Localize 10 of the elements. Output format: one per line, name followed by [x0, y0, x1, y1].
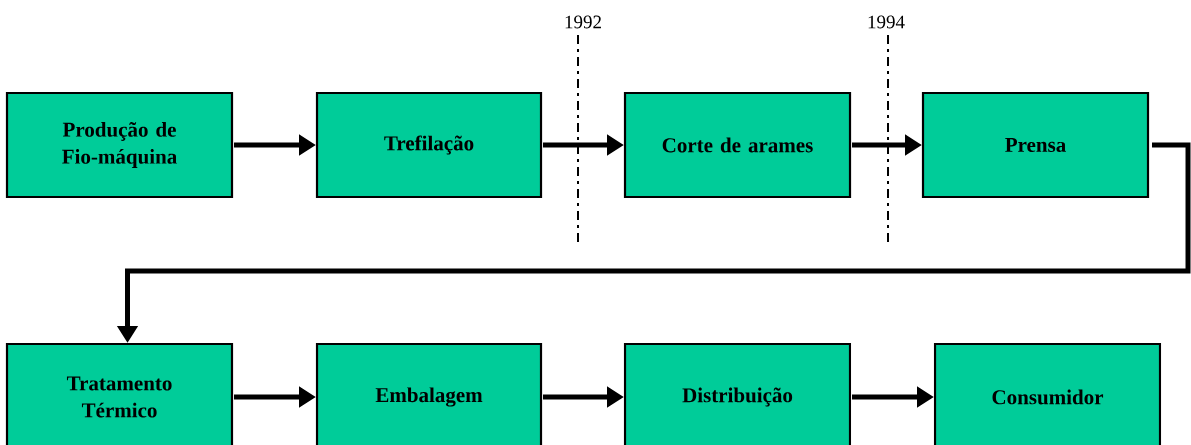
year-label: 1992	[565, 15, 601, 29]
process-box: Prensa	[921, 91, 1150, 199]
process-box: Trefilação	[315, 91, 543, 199]
process-box: Tratamento Térmico	[5, 342, 234, 445]
process-box: Distribuição	[623, 342, 852, 445]
process-box: Corte de arames	[623, 91, 852, 199]
process-box: Produção de Fio-máquina	[5, 91, 234, 199]
process-box: Embalagem	[315, 342, 543, 445]
year-label: 1994	[868, 15, 905, 29]
process-box: Consumidor	[933, 342, 1162, 445]
